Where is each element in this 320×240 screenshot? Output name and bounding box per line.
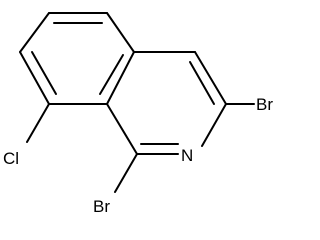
bond-c3-n2 [201,103,227,147]
bond-c4-c3 [194,51,227,105]
atom-label-cl: Cl [3,149,19,168]
bond-c6-c7 [19,12,50,53]
bond-c4-c3-inner [189,61,215,105]
bond-c7-c8-inner [31,51,57,95]
bond-c8a-c4a [106,51,135,105]
atom-label-n: N [181,146,193,165]
structure-canvas: Cl Br Br N [3,12,273,216]
bond-c8a-c4a-inner [99,54,124,95]
atom-label-br-c3: Br [256,95,273,114]
bond-c4a-c5 [106,12,135,53]
molecule-drawing: Cl Br Br N [3,12,273,216]
atom-label-br-c1: Br [93,197,110,216]
bond-c1-c8a [106,103,138,155]
bond-c1-br [114,153,138,193]
bond-c7-c8 [19,51,50,105]
bond-c8-cl [26,103,50,143]
